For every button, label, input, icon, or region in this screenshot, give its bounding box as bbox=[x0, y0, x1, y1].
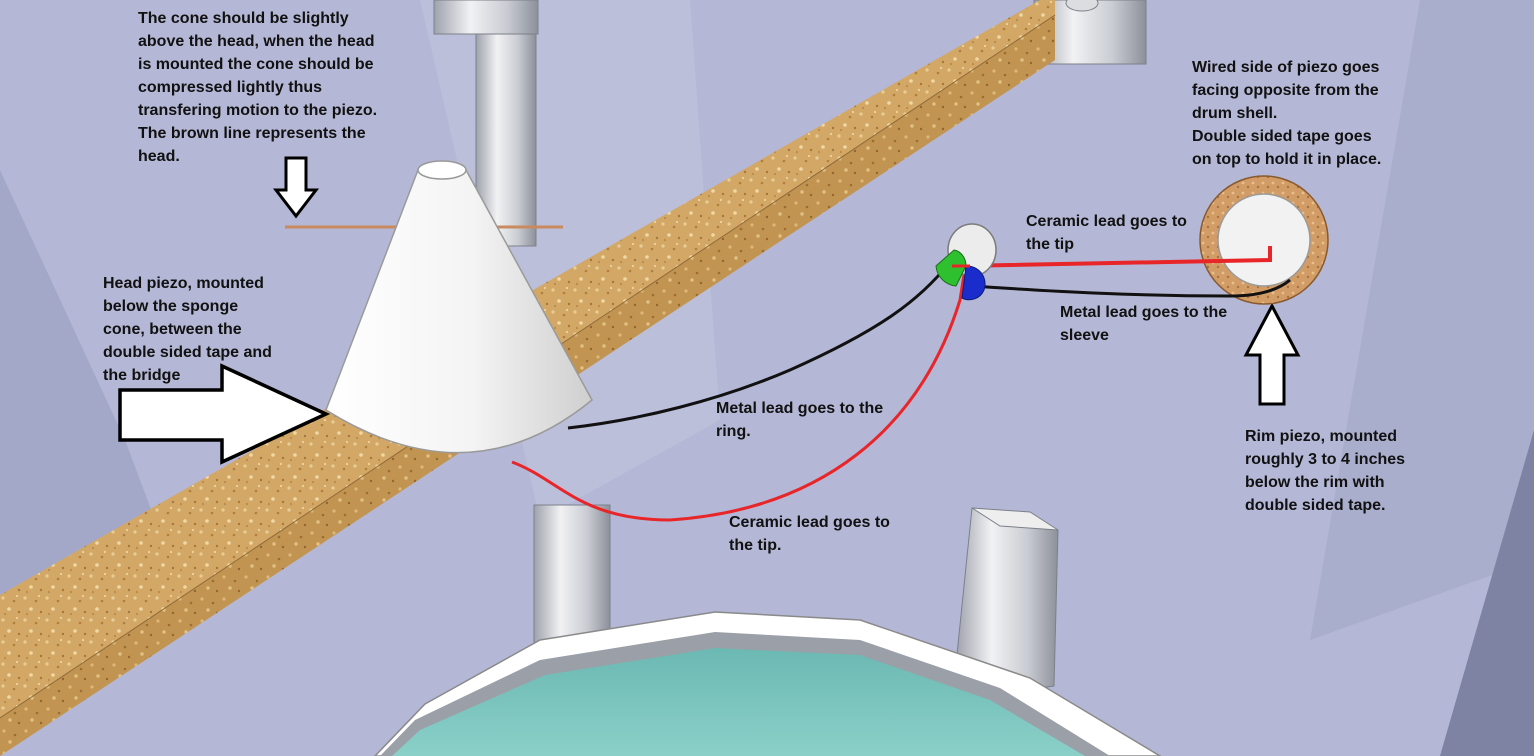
down-arrow bbox=[272, 156, 320, 219]
cone-note-line: The brown line represents the bbox=[138, 125, 366, 142]
metal-sleeve-note: Metal lead goes to the sleeve bbox=[1060, 301, 1227, 347]
drum-shell bbox=[373, 611, 1162, 756]
light-beam-right bbox=[1310, 0, 1534, 640]
metal-ring-line: Metal lead goes to the bbox=[716, 400, 884, 417]
cone-note-line: above the head, when the head bbox=[138, 33, 375, 50]
ceramic-tip-top-note: Ceramic lead goes to the tip bbox=[1026, 210, 1187, 256]
rim-piezo-note-line: below the rim with bbox=[1245, 474, 1385, 491]
head-piezo-note-line: Head piezo, mounted bbox=[103, 275, 264, 292]
wire-black-rim bbox=[971, 278, 1291, 298]
wired-side-note-line: on top to hold it in place. bbox=[1192, 151, 1382, 168]
cone-note-line: head. bbox=[138, 148, 180, 165]
ceramic-tip-bottom-line: Ceramic lead goes to bbox=[729, 514, 890, 531]
wired-side-note-line: Wired side of piezo goes bbox=[1192, 59, 1380, 76]
head-piezo-note-line: below the sponge bbox=[103, 298, 239, 315]
wired-side-note: Wired side of piezo goes facing opposite… bbox=[1192, 56, 1381, 171]
wire-red-head bbox=[511, 261, 968, 522]
rim-piezo-note-line: roughly 3 to 4 inches bbox=[1245, 451, 1406, 468]
metal-ring-note: Metal lead goes to the ring. bbox=[716, 397, 883, 443]
ceramic-tip-top-line: Ceramic lead goes to bbox=[1026, 213, 1187, 230]
head-piezo-note: Head piezo, mounted below the sponge con… bbox=[103, 272, 272, 387]
rim-piezo-note-line: double sided tape. bbox=[1245, 497, 1386, 514]
cone-note-line: transfering motion to the piezo. bbox=[138, 102, 378, 119]
metal-sleeve-line: Metal lead goes to the bbox=[1060, 304, 1228, 321]
rim-piezo-note-line: Rim piezo, mounted bbox=[1245, 428, 1397, 445]
ceramic-tip-bottom-line: the tip. bbox=[729, 537, 782, 554]
sponge-cone bbox=[325, 160, 593, 454]
rim-piezo bbox=[1199, 175, 1329, 305]
metal-ring-line: ring. bbox=[716, 423, 751, 440]
tension-post-lower bbox=[533, 504, 611, 646]
head-piezo-note-line: cone, between the bbox=[103, 321, 242, 338]
cone-note-line: The cone should be slightly bbox=[138, 10, 349, 27]
wired-side-note-line: drum shell. bbox=[1192, 105, 1278, 122]
shadow-wedge-right bbox=[1440, 430, 1534, 756]
wire-black-head bbox=[567, 261, 952, 430]
right-arrow bbox=[118, 363, 331, 465]
ceramic-tip-bottom-note: Ceramic lead goes to the tip. bbox=[729, 511, 890, 557]
metal-sleeve-line: sleeve bbox=[1060, 327, 1109, 344]
head-piezo-note-line: double sided tape and bbox=[103, 344, 272, 361]
wired-side-note-line: facing opposite from the bbox=[1192, 82, 1379, 99]
trs-jack bbox=[935, 223, 997, 301]
up-arrow bbox=[1243, 302, 1301, 406]
cone-note: The cone should be slightly above the he… bbox=[138, 7, 377, 168]
cone-note-line: compressed lightly thus bbox=[138, 79, 323, 96]
rim-piezo-note: Rim piezo, mounted roughly 3 to 4 inches… bbox=[1245, 425, 1405, 517]
wired-side-note-line: Double sided tape goes bbox=[1192, 128, 1372, 145]
cone-note-line: is mounted the cone should be bbox=[138, 56, 374, 73]
ceramic-tip-top-line: the tip bbox=[1026, 236, 1074, 253]
wire-red-rim bbox=[957, 246, 1272, 268]
head-piezo-note-line: the bridge bbox=[103, 367, 181, 384]
